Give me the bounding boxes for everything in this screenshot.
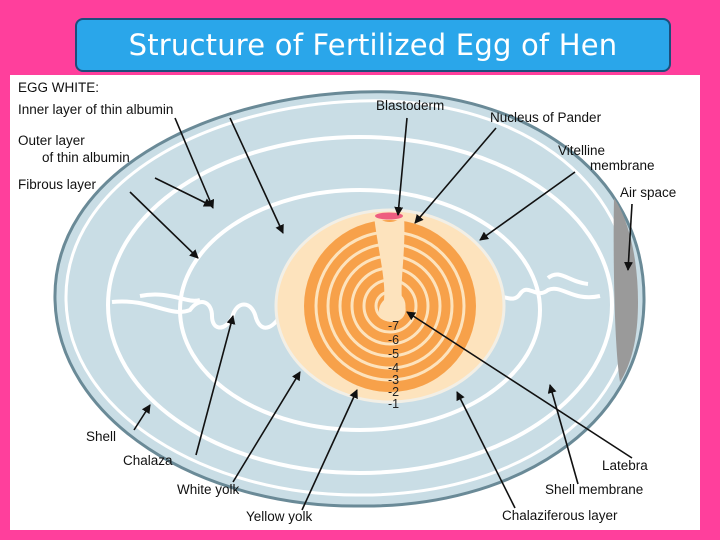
label-blastoderm: Blastoderm [376,98,444,113]
label-inner-thin-albumin: Inner layer of thin albumin [18,102,173,117]
label-vitelline-line1: Vitelline [558,143,605,158]
label-outer-thin-albumin-line1: Outer layer [18,133,85,148]
label-shell: Shell [86,429,116,444]
label-yellow-yolk: Yellow yolk [246,509,313,524]
label-shell-membrane: Shell membrane [545,482,643,497]
yolk-layer-numbers: -7 -6 -5 -4 -3 -2 -1 [388,319,399,411]
yolk-layer-number: -5 [388,347,399,361]
label-chalaziferous-layer: Chalaziferous layer [502,508,618,523]
label-air-space: Air space [620,185,676,200]
yolk-layer-number: -7 [388,319,399,333]
label-egg-white: EGG WHITE: [18,80,99,95]
label-nucleus-of-pander: Nucleus of Pander [490,110,602,125]
yolk-layer-number: -1 [388,397,399,411]
label-fibrous-layer: Fibrous layer [18,177,97,192]
label-latebra: Latebra [602,458,648,473]
label-chalaza: Chalaza [123,453,173,468]
label-outer-thin-albumin-line2: of thin albumin [42,150,130,165]
label-white-yolk: White yolk [177,482,240,497]
label-vitelline-line2: membrane [590,158,655,173]
yolk-layer-number: -6 [388,333,399,347]
